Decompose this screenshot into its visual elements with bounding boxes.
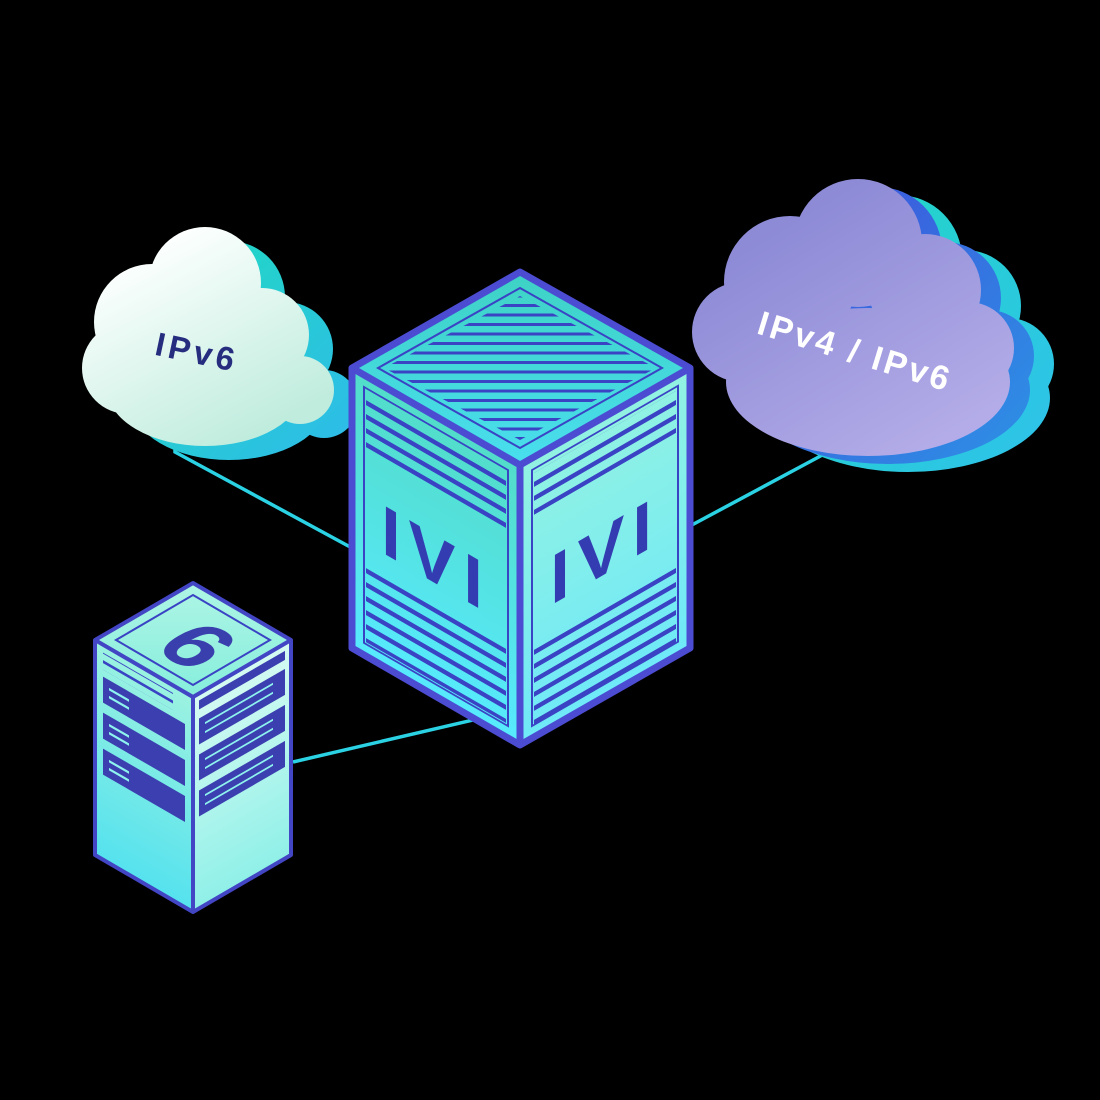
server-rack-vent-stripes xyxy=(103,652,173,711)
ipv4-ipv6-cloud: IPv4 / IPv6 xyxy=(692,179,1054,472)
server-rack-left-drives xyxy=(103,676,185,822)
ivi-box-right-top-stripes xyxy=(534,390,676,515)
ivi-box-top-stripes xyxy=(384,296,656,440)
ipv6-cloud-body xyxy=(82,227,334,446)
ipv6-server-rack: 6 xyxy=(93,581,293,914)
server-rack-left-face xyxy=(95,640,193,912)
server-rack-edges xyxy=(93,581,293,914)
ivi-box-top-inset-border xyxy=(375,286,665,450)
ivi-box-right-bottom-stripes xyxy=(534,559,676,726)
server-rack-right-face xyxy=(193,640,291,912)
server-rack-top-inset-border xyxy=(114,593,272,687)
server-rack-top-slot xyxy=(199,650,285,710)
ipv6-cloud: IPv6 xyxy=(82,227,358,460)
ivi-box-left-inset-border xyxy=(363,385,509,728)
ipv4-ipv6-cloud-body xyxy=(692,179,1014,456)
ivi-box-right-face: IVI xyxy=(520,366,690,745)
ivi-box-edges xyxy=(348,268,694,749)
server-rack-right-drives xyxy=(199,668,285,817)
ivi-box-left-face: IVI xyxy=(352,368,520,745)
ivi-box-left-top-stripes xyxy=(366,392,506,529)
ivi-translator-box: IVI IVI xyxy=(348,268,694,749)
ivi-box-left-bottom-stripes xyxy=(366,564,506,723)
